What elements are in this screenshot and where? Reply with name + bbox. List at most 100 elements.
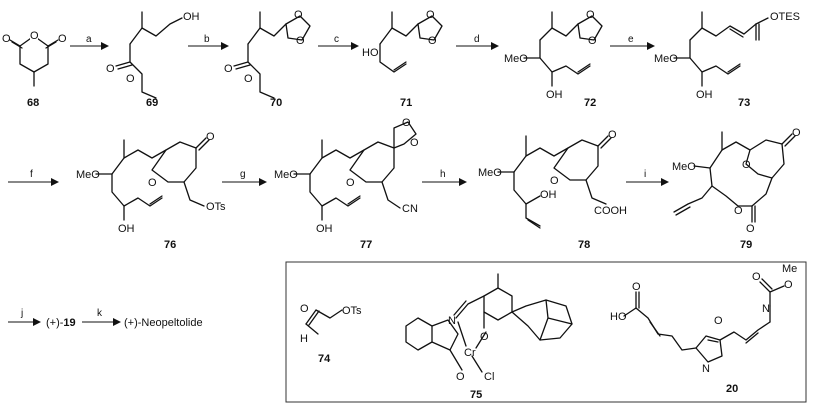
atom-label: MeO bbox=[478, 167, 502, 179]
atom-label: O bbox=[588, 35, 597, 47]
atom-label: O bbox=[742, 159, 751, 171]
atom-label: MeO bbox=[274, 169, 298, 181]
atom-label: O bbox=[428, 35, 437, 47]
structure-20: HO O O N N O O Me 20 bbox=[610, 263, 797, 395]
atom-label: MeO bbox=[654, 53, 678, 65]
atom-label: O bbox=[402, 117, 411, 129]
atom-label: OTES bbox=[770, 11, 800, 23]
atom-label: O bbox=[608, 129, 617, 141]
atom-label: O bbox=[30, 30, 39, 42]
compound-number: 79 bbox=[740, 239, 752, 251]
atom-label: O bbox=[632, 281, 641, 293]
structure-68: O O O 68 bbox=[2, 30, 67, 109]
step-label: c bbox=[334, 34, 339, 45]
structure-79: MeO O O O O 79 bbox=[672, 127, 801, 251]
compound-number: 70 bbox=[270, 97, 282, 109]
atom-label: O bbox=[346, 177, 355, 189]
compound-number: 76 bbox=[164, 239, 176, 251]
atom-label: O bbox=[456, 371, 465, 383]
atom-label: O bbox=[58, 33, 67, 45]
structure-73: MeO OH OTES 73 bbox=[654, 11, 800, 109]
atom-label: O bbox=[300, 303, 309, 315]
atom-label: O bbox=[792, 127, 801, 139]
structure-69: OH O O 69 bbox=[106, 11, 200, 109]
atom-label: O bbox=[244, 73, 253, 85]
atom-label: N bbox=[702, 363, 710, 375]
atom-label: Cl bbox=[484, 371, 494, 383]
atom-label: O bbox=[2, 33, 11, 45]
atom-label: O bbox=[480, 331, 489, 343]
compound-number: 74 bbox=[318, 353, 331, 365]
atom-label: OH bbox=[316, 223, 333, 235]
atom-label: O bbox=[126, 73, 135, 85]
atom-label: O bbox=[784, 279, 793, 291]
atom-label: OH bbox=[696, 89, 713, 101]
atom-label: O bbox=[746, 223, 755, 235]
atom-label: O bbox=[294, 9, 303, 21]
atom-label: OTs bbox=[206, 201, 226, 213]
step-label: j bbox=[20, 308, 23, 319]
atom-label: O bbox=[550, 175, 559, 187]
compound-number: 68 bbox=[27, 97, 39, 109]
compound-number: 75 bbox=[470, 389, 482, 401]
atom-label: O bbox=[410, 137, 419, 149]
atom-label: OH bbox=[546, 89, 563, 101]
intermediate-prefix: (+)- bbox=[46, 317, 64, 329]
atom-label: COOH bbox=[594, 205, 627, 217]
atom-label: O bbox=[426, 9, 435, 21]
structure-70: O O O O 70 bbox=[224, 9, 311, 109]
atom-label: N bbox=[762, 303, 770, 315]
atom-label: O bbox=[752, 271, 761, 283]
compound-number: 69 bbox=[146, 97, 158, 109]
atom-label: O bbox=[148, 177, 157, 189]
atom-label: H bbox=[300, 333, 308, 345]
atom-label: MeO bbox=[76, 169, 100, 181]
step-label: b bbox=[204, 34, 210, 45]
step-label: d bbox=[474, 34, 480, 45]
atom-label: O bbox=[714, 315, 723, 327]
step-label: g bbox=[240, 169, 246, 180]
step-label: a bbox=[86, 34, 92, 45]
step-label: e bbox=[628, 34, 634, 45]
compound-number: 78 bbox=[578, 239, 590, 251]
atom-label: O bbox=[586, 9, 595, 21]
atom-label: HO bbox=[610, 311, 627, 323]
compound-number: 20 bbox=[726, 383, 738, 395]
final-product: (+)-Neopeltolide bbox=[124, 317, 203, 329]
atom-label: O bbox=[734, 205, 743, 217]
structure-77: MeO O O O OH CN 77 bbox=[274, 117, 419, 251]
structure-74: O H OTs 74 bbox=[300, 303, 362, 365]
reagent-box bbox=[285, 261, 807, 403]
intermediate-number: 19 bbox=[63, 317, 75, 329]
step-label: i bbox=[644, 169, 646, 180]
compound-number: 73 bbox=[738, 97, 750, 109]
atom-label: OH bbox=[183, 11, 200, 23]
atom-label: MeO bbox=[672, 161, 696, 173]
atom-label: CN bbox=[402, 203, 418, 215]
atom-label: MeO bbox=[504, 53, 528, 65]
atom-label: OTs bbox=[342, 305, 362, 317]
step-label: k bbox=[97, 308, 103, 319]
structure-71: HO O O 71 bbox=[362, 9, 443, 109]
structure-72: MeO OH O O 72 bbox=[504, 9, 603, 109]
structure-78: MeO OH O O COOH 78 bbox=[478, 129, 627, 251]
atom-label: OH bbox=[118, 223, 135, 235]
atom-label: Me bbox=[782, 263, 797, 275]
compound-number: 72 bbox=[584, 97, 596, 109]
step-label: h bbox=[440, 169, 446, 180]
atom-label: O bbox=[224, 63, 233, 75]
step-label: f bbox=[30, 169, 33, 180]
compound-number: 71 bbox=[400, 97, 412, 109]
structure-76: MeO O O OH OTs 76 bbox=[76, 131, 226, 251]
atom-label: N bbox=[448, 315, 456, 327]
intermediate-19: (+)-19 bbox=[46, 317, 76, 329]
atom-label: OH bbox=[540, 189, 557, 201]
atom-label: Cr bbox=[464, 347, 476, 359]
atom-label: O bbox=[296, 35, 305, 47]
compound-number: 77 bbox=[360, 239, 372, 251]
atom-label: O bbox=[206, 131, 215, 143]
atom-label: O bbox=[106, 63, 115, 75]
atom-label: HO bbox=[362, 47, 379, 59]
structure-75: N O Cr Cl O 75 bbox=[405, 273, 573, 401]
